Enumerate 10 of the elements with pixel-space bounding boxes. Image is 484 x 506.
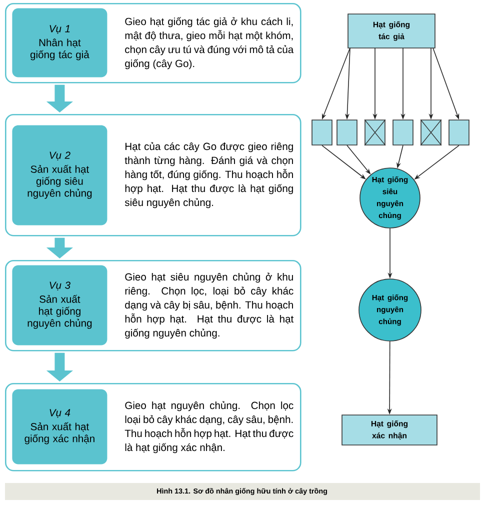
rejected-row-box	[420, 119, 442, 146]
plant-row-box	[312, 120, 332, 146]
season-label-box: Vụ 2 Sản xuất hạt giống siêu nguyên chủng	[12, 125, 108, 226]
plant-row-box	[336, 120, 358, 146]
season-label-box: Vụ 4 Sản xuất hạt giống xác nhận	[12, 389, 108, 464]
season-label-box: Vụ 1 Nhân hạt giống tác giả	[12, 8, 108, 78]
season-label-box: Vụ 3 Sản xuất hạt giống nguyên chủng	[12, 265, 108, 346]
rejected-row-box	[364, 119, 386, 146]
plant-row-box	[392, 120, 414, 146]
plant-row-box	[448, 120, 470, 146]
